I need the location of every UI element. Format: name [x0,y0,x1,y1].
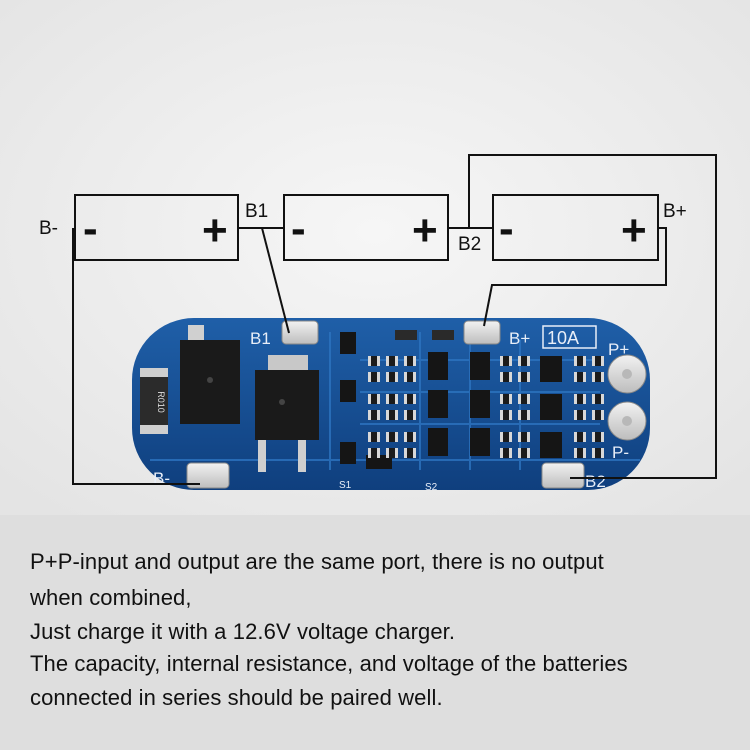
battery-2-minus: - [291,204,306,253]
smd-resistor [574,356,586,366]
smd-resistor [404,356,416,366]
pad-b-plus [463,320,501,345]
smd-resistor [386,448,398,458]
smd-resistor [592,410,604,420]
ic-array [428,352,562,458]
current-rating: 10A [547,328,579,348]
wires [72,154,717,485]
smd-resistor [386,356,398,366]
smd-resistor [518,356,530,366]
smd-resistor [368,372,380,382]
mosfet-1 [180,325,240,424]
caption-panel: P+P-input and output are the same port, … [0,515,750,750]
smd-resistor [368,356,380,366]
pad-b2 [541,462,585,489]
smd-resistor [404,394,416,404]
wiring-diagram: B1 B+ 10A P+ P- B- B2 S1 S2 R010 [0,0,750,515]
resistor-marking: R010 [156,391,166,413]
wire-label-b2: B2 [458,234,481,255]
smd-resistor [368,432,380,442]
smd-resistor [592,448,604,458]
smd-resistor [386,394,398,404]
smd-resistor [574,410,586,420]
caption-line: when combined, [30,585,192,610]
smd-resistor [404,410,416,420]
smd-resistor [404,432,416,442]
smd-resistor [518,410,530,420]
silk-label-b-plus: B+ [509,329,530,348]
battery-3-minus: - [499,204,514,253]
silk-label-b1: B1 [250,329,271,348]
smd-resistor [592,372,604,382]
battery-1-plus: + [202,206,228,255]
smd-resistor [404,448,416,458]
wire-label-b1: B1 [245,201,268,222]
smd-resistor [368,394,380,404]
smd-resistor [574,394,586,404]
rating-box [542,325,597,349]
smd-resistor [500,394,512,404]
smd-resistor [404,372,416,382]
silk-label-p-plus: P+ [608,340,629,359]
battery-2-plus: + [412,206,438,255]
smd-resistor [592,394,604,404]
caption-line: connected in series should be paired wel… [30,685,443,710]
smd-resistor [518,394,530,404]
battery-1: - + [74,194,239,261]
switch-label-s2: S2 [425,482,438,493]
switch-label-s1: S1 [339,480,352,491]
smd-resistor [574,448,586,458]
battery-3-plus: + [621,206,647,255]
smd-resistor [592,432,604,442]
wire-label-b-plus: B+ [663,201,687,222]
smd-resistor [500,410,512,420]
shunt-resistor [140,375,168,427]
smd-capacitor [432,330,454,340]
smd-resistor [500,432,512,442]
battery-1-minus: - [83,204,98,253]
smd-resistor [386,372,398,382]
wire-label-b-minus: B- [39,218,58,239]
smd-resistor [386,410,398,420]
smd-resistor [518,372,530,382]
silk-label-p-minus: P- [612,443,629,462]
smd-resistor [500,448,512,458]
caption-line: P+P-input and output are the same port, … [30,549,604,574]
smd-resistor [574,372,586,382]
smd-resistor [592,356,604,366]
silk-label-b2: B2 [585,472,606,491]
protection-board: B1 B+ 10A P+ P- B- B2 S1 S2 R010 [132,318,650,493]
smd-resistor [518,432,530,442]
smd-component-grid [368,330,604,458]
smd-resistor [500,372,512,382]
caption-line: Just charge it with a 12.6V voltage char… [30,619,456,644]
smd-resistor [500,356,512,366]
smd-resistor [574,432,586,442]
mosfet-2 [255,355,319,472]
smd-capacitor [395,330,417,340]
silk-label-b-minus: B- [153,469,170,488]
pad-b1 [281,320,319,345]
pad-b-minus [186,462,230,489]
caption-line: The capacity, internal resistance, and v… [30,651,628,676]
smd-resistor [518,448,530,458]
smd-resistor [368,448,380,458]
smd-resistor [368,410,380,420]
smd-resistor [386,432,398,442]
